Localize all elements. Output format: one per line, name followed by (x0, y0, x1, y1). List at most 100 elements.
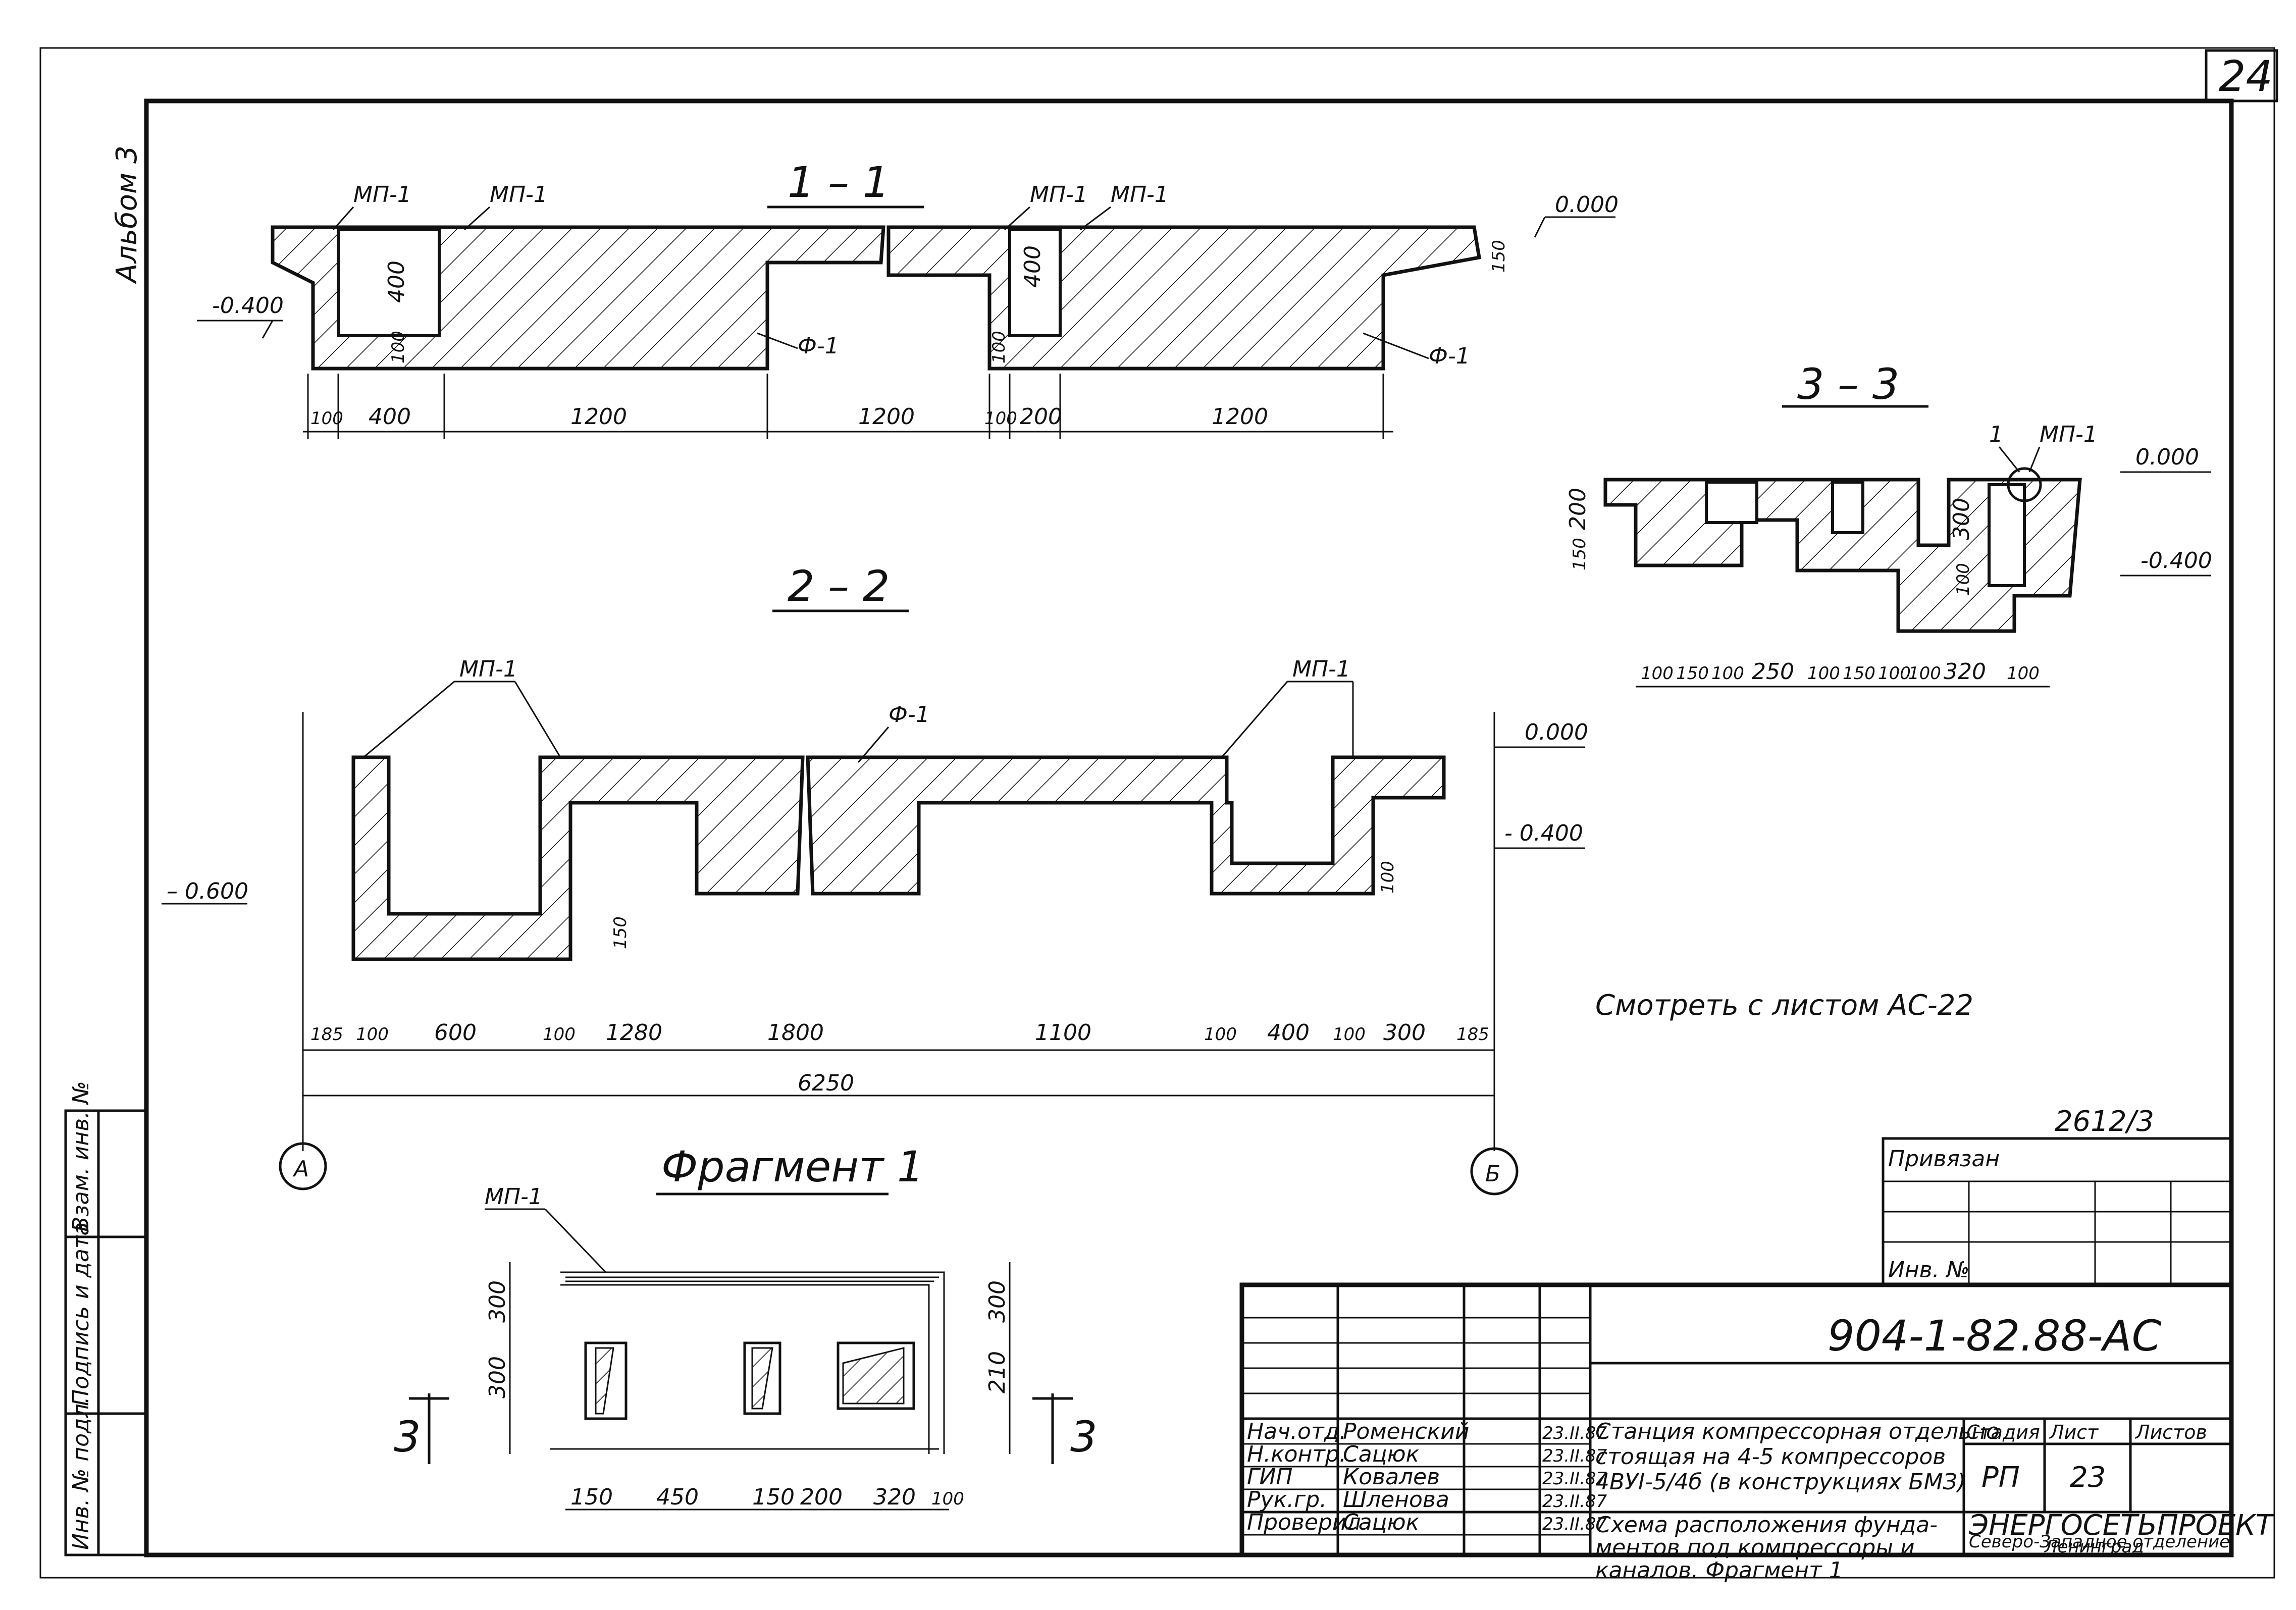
dim-v: 150 (1489, 240, 1509, 273)
marker-mp1: МП-1 (459, 656, 517, 682)
foundation-label: Ф-1 (889, 702, 930, 728)
foundation-body (806, 755, 1446, 896)
dim-h: 100 (543, 1024, 576, 1045)
marker: 1 (1989, 422, 2003, 447)
dim-v: 300 (1949, 498, 1974, 540)
fragment-title: Фрагмент 1 (661, 1142, 924, 1191)
marker-mp1: МП-1 (353, 182, 411, 207)
dim-v: 210 (984, 1351, 1010, 1393)
dim-h: 1200 (570, 404, 627, 430)
marker-mp1: МП-1 (490, 182, 548, 207)
dim-h: 320 (873, 1484, 916, 1510)
dim-v: 150 (610, 916, 631, 949)
level-mark: – 0.600 (167, 878, 248, 904)
channel (1008, 228, 1062, 337)
dim-v: 100 (388, 331, 408, 363)
dim-h: 100 (1908, 663, 1941, 684)
dim-v: 400 (1020, 245, 1046, 288)
dim-h: 100 (1641, 663, 1674, 684)
dim-h: 1800 (767, 1020, 824, 1046)
col-sheet: Лист (2049, 1421, 2099, 1443)
dim-h: 100 (984, 408, 1017, 429)
date: 23.II.87 (1542, 1514, 1607, 1534)
dim-h: 185 (1456, 1024, 1489, 1045)
level-mark: 0.000 (1555, 192, 1619, 218)
stamp-replace: Взам. инв. № (68, 1081, 94, 1232)
org-name: ЭНЕРГОСЕТЬПРОЕКТ (1968, 1509, 2275, 1542)
level-mark: 0.000 (1525, 719, 1588, 745)
binding-label: Привязан (1888, 1146, 2000, 1172)
channel (1988, 483, 2026, 587)
dim-h: 400 (1267, 1020, 1310, 1046)
dim-h: 100 (1333, 1024, 1366, 1045)
section-2-2: 2 – 2 МП-1 МП-1 Ф-1 0.000 - 0.400 – 0.60… (162, 561, 1588, 1196)
album-label: Альбом 3 (111, 145, 143, 284)
dim-h: 600 (434, 1020, 477, 1046)
dim-h: 400 (369, 404, 411, 430)
foundation-body (351, 755, 805, 961)
binding-number: 2612/3 (2055, 1105, 2154, 1138)
drawing-title: ментов под компрессоры и (1595, 1535, 1915, 1561)
dim-h: 250 (1752, 659, 1794, 685)
dim-v: 100 (1378, 861, 1398, 894)
fragment-1: Фрагмент 1 МП-1 300 300 300 210 3 3 150 … (394, 1142, 1097, 1511)
role: Нач.отд. (1247, 1419, 1346, 1444)
channel (337, 228, 441, 337)
name: Сацюк (1343, 1441, 1420, 1467)
dim-h: 100 (1807, 663, 1840, 684)
project-title: 4ВУI-5/4б (в конструкциях БМЗ) (1595, 1469, 1966, 1495)
section-title: 1 – 1 (788, 158, 890, 207)
marker-mp1: МП-1 (1292, 656, 1350, 682)
dim-h: 1200 (1212, 404, 1268, 430)
role: Проверил (1247, 1510, 1361, 1535)
dim-h: 100 (356, 1024, 389, 1045)
role: Н.контр. (1247, 1441, 1346, 1467)
role: Рук.гр. (1247, 1487, 1327, 1513)
stamp-inv: Инв. № подл. (68, 1396, 94, 1550)
left-stamp: Инв. № подл. Подпись и дата Взам. инв. № (64, 1081, 148, 1556)
org-branch: Северо-Западное отделение (1969, 1532, 2230, 1552)
foundation-label: Ф-1 (1429, 343, 1470, 369)
cut-label: 3 (394, 1412, 421, 1462)
dim-v: 400 (384, 261, 409, 303)
role: ГИП (1247, 1464, 1293, 1490)
dim-v: 100 (1953, 563, 1973, 596)
note: Смотреть с листом АС-22 (1595, 989, 1973, 1022)
dim-h: 100 (931, 1489, 964, 1509)
inv-label: Инв. № (1888, 1257, 1969, 1283)
axis-label: Б (1485, 1161, 1500, 1187)
dim-total: 6250 (798, 1070, 854, 1096)
dim-h: 150 (752, 1484, 795, 1510)
date: 23.II.87 (1542, 1423, 1607, 1443)
dim-h: 150 (1676, 663, 1709, 684)
project-title: Станция компрессорная отдельно (1595, 1419, 2000, 1444)
marker-mp1: МП-1 (1030, 182, 1088, 207)
dim-h: 150 (570, 1484, 613, 1510)
dim-h: 100 (1711, 663, 1744, 684)
cut-label: 3 (1070, 1412, 1097, 1462)
dim-v: 300 (485, 1356, 510, 1398)
stage-value: РП (1981, 1461, 2020, 1494)
channel (1831, 481, 1864, 534)
drawing-title: Схема расположения фунда- (1595, 1512, 1938, 1538)
drawing-code: 904-1-82.88-АС (1828, 1311, 2162, 1361)
marker-mp1: МП-1 (2040, 422, 2098, 447)
foundation-label: Ф-1 (798, 333, 839, 359)
dim-h: 185 (310, 1024, 343, 1045)
dim-h: 320 (1944, 659, 1986, 685)
section-title: 3 – 3 (1797, 359, 1899, 409)
dim-h: 450 (656, 1484, 699, 1510)
dim-v: 300 (485, 1280, 510, 1323)
dim-h: 100 (2007, 663, 2040, 684)
name: Сацюк (1343, 1510, 1420, 1535)
sheet-value: 23 (2070, 1461, 2106, 1494)
name: Ковалев (1343, 1464, 1440, 1490)
section-1-1: 1 – 1 МП-1 МП-1 МП-1 МП-1 Ф-1 Ф-1 0.000 … (197, 158, 1619, 439)
dim-h: 100 (1878, 663, 1911, 684)
level-mark: -0.400 (212, 293, 284, 319)
dim-h: 150 (1843, 663, 1875, 684)
drawing-title: каналов. Фрагмент 1 (1595, 1557, 1843, 1583)
level-mark: -0.400 (2141, 548, 2212, 574)
stamp-sign: Подпись и дата (68, 1222, 94, 1406)
